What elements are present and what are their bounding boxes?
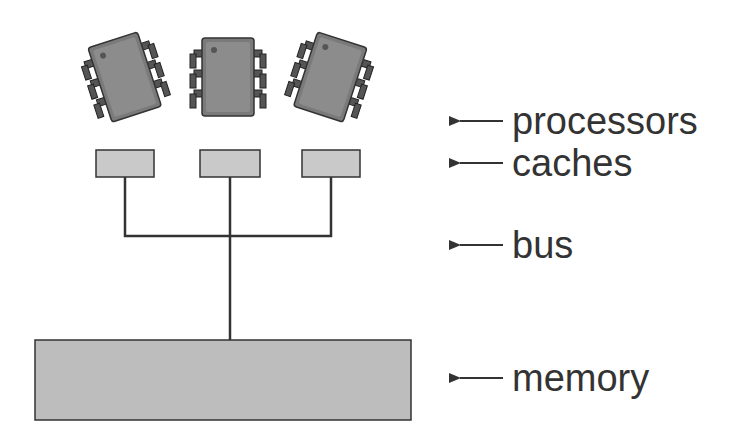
part-label: caches xyxy=(512,144,632,182)
cache-box xyxy=(200,150,260,177)
part-label: processors xyxy=(512,102,698,140)
pointer-arrows xyxy=(460,121,503,378)
part-label: bus xyxy=(512,226,573,264)
cache-box xyxy=(96,150,154,177)
memory-block xyxy=(35,340,411,420)
part-label: memory xyxy=(512,359,649,397)
processor-chip xyxy=(282,28,378,126)
processor-chip xyxy=(76,28,172,126)
bus-wires xyxy=(125,177,331,340)
cache-box xyxy=(302,150,360,177)
processor-chip xyxy=(190,38,266,116)
